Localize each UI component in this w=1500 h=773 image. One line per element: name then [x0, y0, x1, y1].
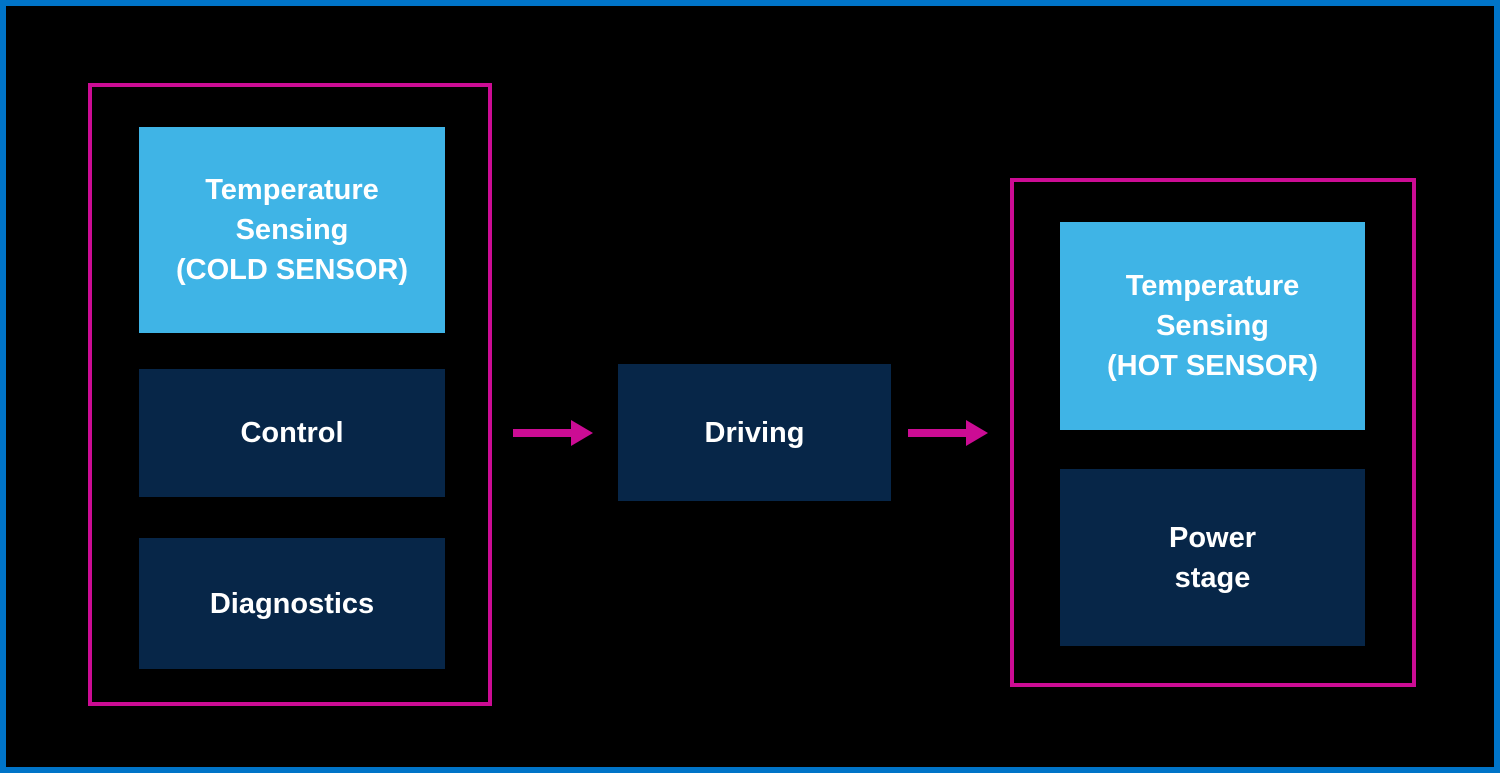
node-label-line: Control [240, 417, 344, 449]
node-power-stage: Power stage [1060, 469, 1365, 646]
node-label-line: Power [1168, 521, 1257, 554]
node-label-line: Diagnostics [209, 587, 375, 620]
node-label-line: (COLD SENSOR) [176, 254, 408, 286]
node-label-line: Sensing [235, 214, 349, 246]
hot-side-group-outline [1010, 178, 1416, 687]
arrow-shaft [513, 429, 571, 437]
node-control: Control [139, 369, 445, 497]
arrow-head-icon [571, 420, 593, 446]
arrow-head-icon [966, 420, 988, 446]
node-temperature-sensing-hot: Temperature Sensing (HOT SENSOR) [1060, 222, 1365, 430]
node-label-line: Temperature [1125, 270, 1300, 302]
node-label-line: Driving [704, 416, 805, 449]
node-driving: Driving [618, 364, 891, 501]
node-temperature-sensing-cold: Temperature Sensing (COLD SENSOR) [139, 127, 445, 333]
node-diagnostics: Diagnostics [139, 538, 445, 669]
arrow-shaft [908, 429, 966, 437]
node-label-line: Sensing [1156, 310, 1269, 342]
cold-side-group-outline [88, 83, 492, 706]
node-label-line: stage [1174, 561, 1251, 594]
node-label-line: (HOT SENSOR) [1106, 350, 1319, 382]
node-label-line: Temperature [205, 174, 379, 206]
